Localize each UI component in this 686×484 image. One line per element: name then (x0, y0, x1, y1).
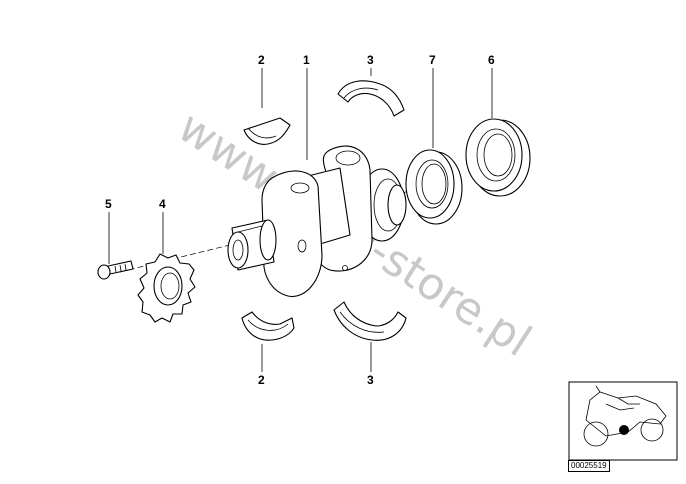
shaft-seal-icon[interactable] (465, 118, 531, 197)
callout-1: 1 (303, 53, 310, 67)
reference-code: 00025519 (568, 460, 610, 472)
sprocket-icon[interactable] (137, 253, 196, 323)
callout-7: 7 (429, 53, 436, 67)
bearing-shell-icon[interactable] (243, 117, 291, 145)
bearing-shell-icon[interactable] (337, 80, 405, 117)
callout-2-top: 2 (258, 53, 265, 67)
crankshaft-icon[interactable] (227, 145, 407, 298)
callout-6: 6 (488, 53, 495, 67)
bearing-shell-icon[interactable] (333, 301, 407, 341)
callout-3-bottom: 3 (367, 373, 374, 387)
shaft-seal-icon[interactable] (405, 149, 463, 225)
location-marker (619, 425, 629, 435)
callout-3-top: 3 (367, 53, 374, 67)
callout-2-bottom: 2 (258, 373, 265, 387)
callout-5: 5 (105, 197, 112, 211)
motorcycle-thumbnail-icon (583, 385, 667, 447)
callout-4: 4 (159, 197, 166, 211)
bolt-icon[interactable] (97, 260, 134, 280)
bearing-shell-icon[interactable] (241, 311, 295, 341)
motorcycle-thumbnail[interactable] (568, 381, 678, 461)
leader-lines (108, 68, 493, 372)
